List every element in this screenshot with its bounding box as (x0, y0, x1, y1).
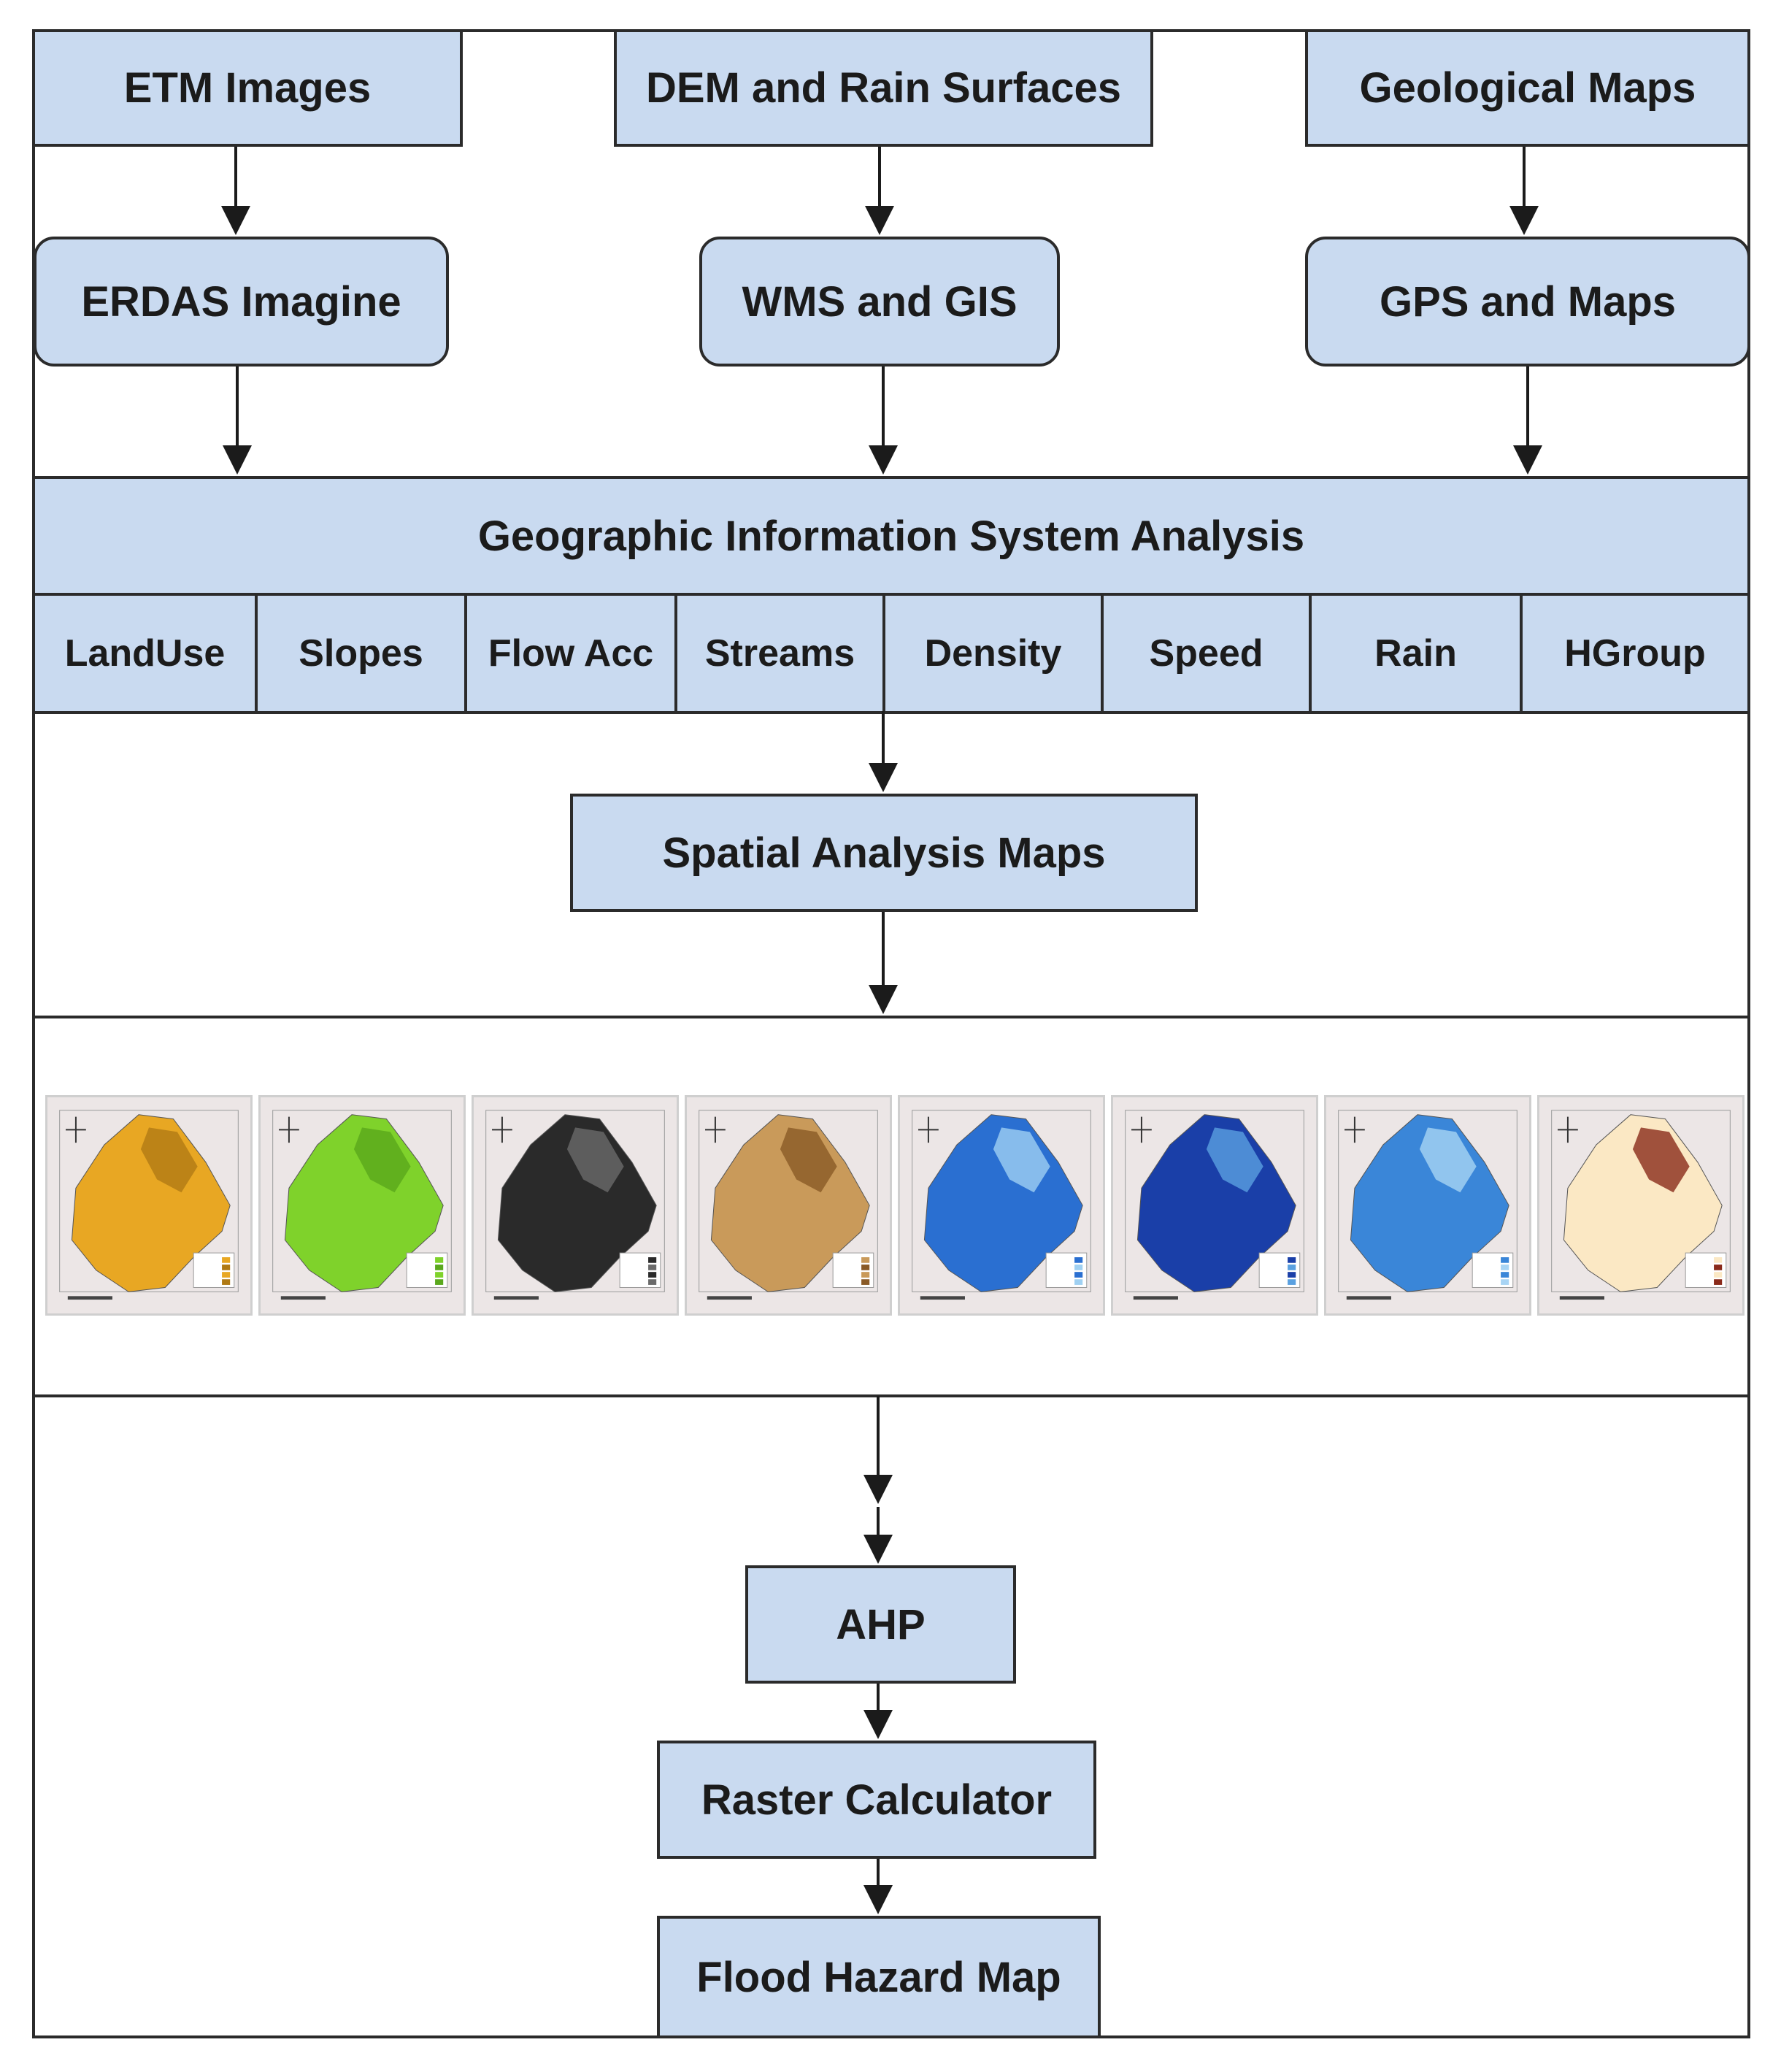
layer-cell-hgroup: HGroup (1520, 593, 1750, 714)
layer-cell-streams: Streams (674, 593, 885, 714)
dem-rain-box: DEM and Rain Surfaces (614, 29, 1153, 147)
legend-swatch (861, 1272, 870, 1278)
scale-bar (1133, 1296, 1178, 1300)
map-thumbnail (472, 1095, 679, 1316)
map-zone (566, 1127, 624, 1193)
legend-swatch (861, 1257, 870, 1263)
map-thumbnail (1324, 1095, 1531, 1316)
layer-cell-density: Density (882, 593, 1104, 714)
map-thumbnail (1537, 1095, 1745, 1316)
legend-swatch (435, 1265, 444, 1270)
legend-swatch (1074, 1265, 1083, 1270)
map-graphic (699, 1110, 878, 1300)
map-zone (140, 1127, 198, 1193)
wms-gis-box: WMS and GIS (699, 237, 1060, 367)
legend-swatch (1288, 1272, 1296, 1278)
layer-cell-slopes: Slopes (255, 593, 467, 714)
legend-swatch (648, 1272, 657, 1278)
map-graphic (1551, 1110, 1731, 1300)
layer-cell-landuse: LandUse (32, 593, 258, 714)
legend-swatch (222, 1272, 231, 1278)
map-thumbnail (685, 1095, 892, 1316)
gis-analysis-box: Geographic Information System Analysis (32, 476, 1750, 596)
north-arrow-icon (1131, 1116, 1152, 1143)
map-zone (780, 1127, 837, 1193)
map-thumbnail (1111, 1095, 1318, 1316)
layer-cell-speed: Speed (1101, 593, 1312, 714)
legend-swatch (1714, 1265, 1723, 1270)
map-graphic (912, 1110, 1091, 1300)
legend-swatch (648, 1265, 657, 1270)
map-graphic (1338, 1110, 1517, 1300)
legend-swatch (222, 1279, 231, 1285)
legend-swatch (1501, 1265, 1509, 1270)
map-thumbnail (898, 1095, 1105, 1316)
spatial-analysis-box: Spatial Analysis Maps (570, 794, 1198, 912)
scale-bar (1346, 1296, 1391, 1300)
gps-maps-box: GPS and Maps (1305, 237, 1750, 367)
map-zone (1206, 1127, 1263, 1193)
layer-cell-flow-acc: Flow Acc (464, 593, 677, 714)
erdas-imagine-box: ERDAS Imagine (34, 237, 449, 367)
map-thumbnail (45, 1095, 253, 1316)
separator-spatial-bottom (32, 1016, 1750, 1018)
legend-swatch (1288, 1279, 1296, 1285)
legend-swatch (1714, 1257, 1723, 1263)
scale-bar (1559, 1296, 1604, 1300)
ahp-box: AHP (745, 1565, 1016, 1684)
map-zone (993, 1127, 1050, 1193)
scale-bar (280, 1296, 326, 1300)
north-arrow-icon (1558, 1116, 1578, 1143)
legend-swatch (1074, 1257, 1083, 1263)
map-zone (1632, 1127, 1690, 1193)
legend-swatch (435, 1272, 444, 1278)
map-zone (353, 1127, 411, 1193)
legend-swatch (1501, 1257, 1509, 1263)
north-arrow-icon (705, 1116, 726, 1143)
legend-swatch (435, 1257, 444, 1263)
legend-swatch (861, 1279, 870, 1285)
geological-maps-box: Geological Maps (1305, 29, 1750, 147)
legend-swatch (1288, 1265, 1296, 1270)
flood-hazard-map-box: Flood Hazard Map (657, 1916, 1101, 2038)
raster-calculator-box: Raster Calculator (657, 1741, 1096, 1859)
map-thumbnail (258, 1095, 466, 1316)
map-graphic (485, 1110, 665, 1300)
north-arrow-icon (66, 1116, 86, 1143)
scale-bar (707, 1296, 752, 1300)
legend-swatch (1501, 1279, 1509, 1285)
map-graphic (1125, 1110, 1304, 1300)
north-arrow-icon (492, 1116, 512, 1143)
legend-swatch (1288, 1257, 1296, 1263)
legend-swatch (222, 1265, 231, 1270)
legend-swatch (1501, 1272, 1509, 1278)
legend-swatch (1074, 1272, 1083, 1278)
scale-bar (920, 1296, 965, 1300)
north-arrow-icon (918, 1116, 939, 1143)
legend-swatch (222, 1257, 231, 1263)
layer-cell-rain: Rain (1309, 593, 1523, 714)
map-zone (1419, 1127, 1477, 1193)
legend-swatch (648, 1257, 657, 1263)
legend-swatch (435, 1279, 444, 1285)
legend-swatch (1074, 1279, 1083, 1285)
map-graphic (59, 1110, 239, 1300)
legend-swatch (861, 1265, 870, 1270)
legend-swatch (648, 1279, 657, 1285)
separator-maps-bottom (32, 1394, 1750, 1397)
map-graphic (272, 1110, 452, 1300)
scale-bar (67, 1296, 112, 1300)
legend-swatch (1714, 1279, 1723, 1285)
legend-swatch (1714, 1272, 1723, 1278)
scale-bar (493, 1296, 539, 1300)
north-arrow-icon (279, 1116, 299, 1143)
etm-images-box: ETM Images (32, 29, 463, 147)
north-arrow-icon (1345, 1116, 1365, 1143)
